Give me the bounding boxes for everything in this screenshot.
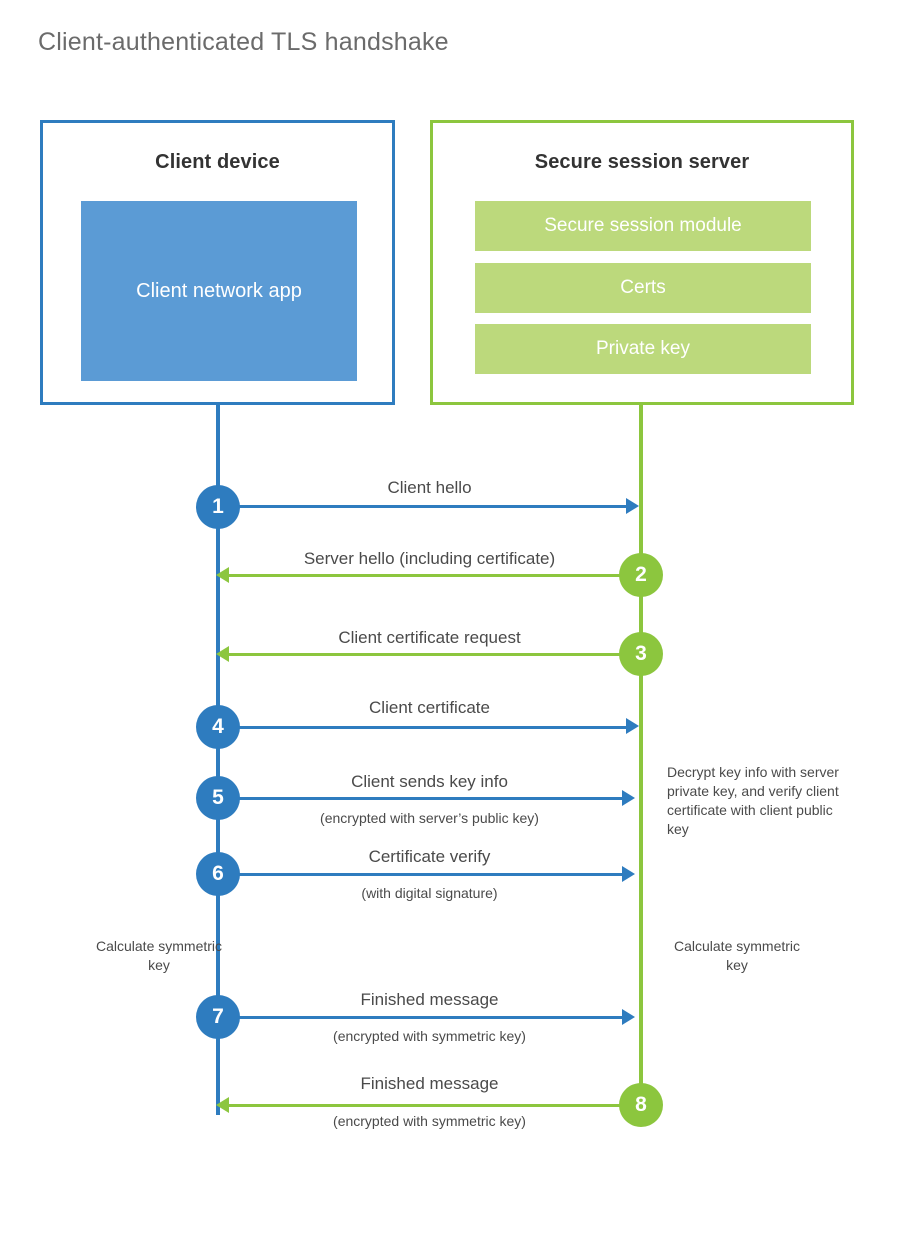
page-title: Client-authenticated TLS handshake [38, 28, 449, 56]
step-3-arrowhead-icon [216, 646, 229, 662]
step-7-sublabel: (encrypted with symmetric key) [333, 1028, 526, 1044]
step-7-label: Finished message [360, 990, 499, 1009]
step-7-marker[interactable]: 7 [196, 995, 240, 1039]
step-5-label: Client sends key info [351, 772, 508, 791]
step-2-arrow-line [228, 574, 641, 577]
step-2-marker[interactable]: 2 [619, 553, 663, 597]
step-1-arrow-line [218, 505, 628, 508]
step-6-sublabel: (with digital signature) [361, 885, 498, 901]
step-8-label: Finished message [360, 1074, 499, 1093]
step-5-marker[interactable]: 5 [196, 776, 240, 820]
step-8-arrow-line [228, 1104, 641, 1107]
secure-session-server-title: Secure session server [534, 151, 750, 173]
server-lifeline [639, 405, 643, 1105]
server-component-secure-session-module: Secure session module [475, 201, 811, 251]
server-component-private-key: Private key [475, 324, 811, 374]
step-6-arrowhead-icon [622, 866, 635, 882]
step-6-label: Certificate verify [368, 847, 491, 866]
step-4-marker[interactable]: 4 [196, 705, 240, 749]
step-2-arrowhead-icon [216, 567, 229, 583]
step-7-arrow-line [218, 1016, 624, 1019]
step-3-label: Client certificate request [338, 628, 521, 647]
secure-session-server-box: Secure session server Secure session mod… [430, 120, 854, 405]
step-2-label: Server hello (including certificate) [303, 549, 556, 568]
client-device-title: Client device [155, 151, 280, 173]
step-5-arrow-line [218, 797, 624, 800]
step-3-arrow-line [228, 653, 641, 656]
client-network-app-block: Client network app [81, 201, 357, 381]
step-4-label: Client certificate [369, 698, 490, 717]
step-8-arrowhead-icon [216, 1097, 229, 1113]
step-8-marker[interactable]: 8 [619, 1083, 663, 1127]
step-8-sublabel: (encrypted with symmetric key) [333, 1113, 526, 1129]
step-7-arrowhead-icon [622, 1009, 635, 1025]
client-calculate-symmetric-key-note: Calculate symmetric key [95, 938, 223, 973]
server-calculate-symmetric-key-note: Calculate symmetric key [673, 938, 801, 973]
step-6-arrow-line [218, 873, 624, 876]
server-component-certs: Certs [475, 263, 811, 313]
step-5-arrowhead-icon [622, 790, 635, 806]
server-decrypt-note: Decrypt key info with server private key… [667, 764, 839, 837]
client-lifeline [216, 405, 220, 1115]
client-device-box: Client device Client network app [40, 120, 395, 405]
step-6-marker[interactable]: 6 [196, 852, 240, 896]
step-4-arrow-line [218, 726, 628, 729]
step-4-arrowhead-icon [626, 718, 639, 734]
step-5-sublabel: (encrypted with server’s public key) [320, 810, 539, 826]
step-1-label: Client hello [387, 478, 472, 497]
step-1-arrowhead-icon [626, 498, 639, 514]
step-3-marker[interactable]: 3 [619, 632, 663, 676]
step-1-marker[interactable]: 1 [196, 485, 240, 529]
